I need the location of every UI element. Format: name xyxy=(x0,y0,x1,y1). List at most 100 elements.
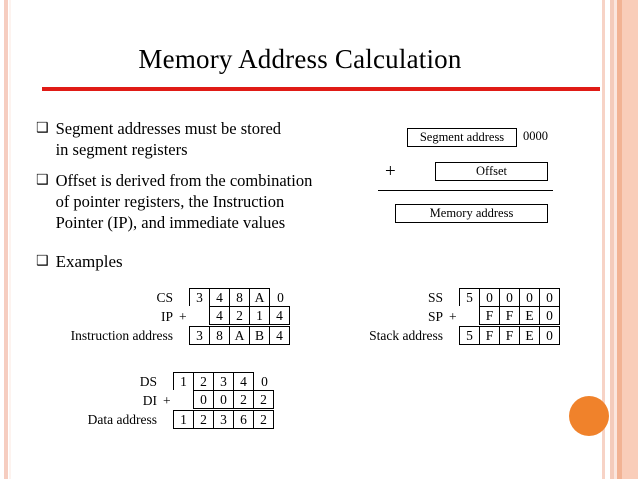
digit-cell: 4 xyxy=(233,372,254,391)
digit-cell: 0 xyxy=(539,306,560,325)
example-row-label: CS xyxy=(156,290,173,305)
page-title: Memory Address Calculation xyxy=(138,44,462,74)
memory-address-box: Memory address xyxy=(395,204,548,223)
digit-cell: 5 xyxy=(459,326,480,345)
left-edge-stripe-inner xyxy=(9,0,11,479)
digit-cell: 0 xyxy=(499,288,520,307)
offset-box: Offset xyxy=(435,162,548,181)
digit-cell xyxy=(459,306,480,325)
bullet-item-label: Offset is derived from the combination o… xyxy=(55,171,313,232)
trailing-zeros-label: 0000 xyxy=(523,129,548,143)
digit-cell: 0 xyxy=(254,372,275,391)
digit-cell xyxy=(173,390,194,409)
digit-cell: 4 xyxy=(209,306,230,325)
digit-cell: A xyxy=(249,288,270,307)
formula-plus-sign: + xyxy=(385,161,396,182)
digit-cell: 1 xyxy=(249,306,270,325)
example-row-label: Data address xyxy=(87,412,157,427)
example-row-plus-sign: + xyxy=(163,393,171,408)
bullet-item-label: Examples xyxy=(55,252,123,271)
digit-cell: 0 xyxy=(479,288,500,307)
bullet-item-offset-derivation: ❑ Offset is derived from the combination… xyxy=(36,170,312,233)
example-row-plus-sign: + xyxy=(179,309,187,324)
bullet-item-segment-addresses: ❑ Segment addresses must be stored in se… xyxy=(36,118,281,160)
digit-cell: 2 xyxy=(253,410,274,429)
digit-cell: 8 xyxy=(209,326,230,345)
digit-cell: E xyxy=(519,326,540,345)
formula-sum-rule xyxy=(378,190,553,191)
digit-cell: 0 xyxy=(539,288,560,307)
digit-cell xyxy=(189,306,210,325)
digit-cell: 4 xyxy=(269,306,290,325)
left-edge-stripe-outer xyxy=(4,0,8,479)
digit-cell: 0 xyxy=(270,288,291,307)
digit-cell: 2 xyxy=(229,306,250,325)
bullet-item-label: Segment addresses must be stored in segm… xyxy=(55,119,282,159)
right-edge-stripe-6 xyxy=(622,0,638,479)
digit-cell: 6 xyxy=(233,410,254,429)
example-row-label: IP xyxy=(160,309,173,324)
digit-cell: F xyxy=(499,306,520,325)
digit-cell: 0 xyxy=(193,390,214,409)
square-bullet-icon: ❑ xyxy=(36,172,49,188)
segment-address-box: Segment address xyxy=(407,128,517,147)
digit-cell: 1 xyxy=(173,372,194,391)
digit-cell: 3 xyxy=(189,326,210,345)
digit-cell: 0 xyxy=(519,288,540,307)
digit-cell: B xyxy=(249,326,270,345)
digit-cell: F xyxy=(479,326,500,345)
digit-cell: 2 xyxy=(193,372,214,391)
digit-cell: 1 xyxy=(173,410,194,429)
example-row-label: SS xyxy=(427,290,443,305)
example-row-plus-sign: + xyxy=(449,309,457,324)
example-row-label: DS xyxy=(139,374,157,389)
digit-cell: F xyxy=(499,326,520,345)
digit-cell: 3 xyxy=(189,288,210,307)
digit-cell: 4 xyxy=(209,288,230,307)
square-bullet-icon: ❑ xyxy=(36,253,49,269)
digit-cell: 8 xyxy=(229,288,250,307)
digit-cell: 4 xyxy=(269,326,290,345)
digit-cell: 2 xyxy=(193,410,214,429)
digit-cell: 3 xyxy=(213,372,234,391)
example-row-label: SP xyxy=(427,309,443,324)
digit-cell: A xyxy=(229,326,250,345)
digit-cell: 0 xyxy=(539,326,560,345)
example-row-label: DI xyxy=(142,393,157,408)
digit-cell: F xyxy=(479,306,500,325)
example-row-label: Instruction address xyxy=(70,328,173,343)
right-edge-stripe-5 xyxy=(617,0,622,479)
digit-cell: E xyxy=(519,306,540,325)
digit-cell: 3 xyxy=(213,410,234,429)
right-edge-stripe-2 xyxy=(606,0,610,479)
bullet-item-examples: ❑ Examples xyxy=(36,251,123,272)
title-underline-rule xyxy=(42,87,600,91)
digit-cell: 5 xyxy=(459,288,480,307)
right-edge-stripe-4 xyxy=(614,0,617,479)
orange-circle-decoration xyxy=(569,396,609,436)
example-row-label: Stack address xyxy=(369,328,443,343)
right-edge-stripe-3 xyxy=(610,0,614,479)
square-bullet-icon: ❑ xyxy=(36,120,49,136)
digit-cell: 0 xyxy=(213,390,234,409)
